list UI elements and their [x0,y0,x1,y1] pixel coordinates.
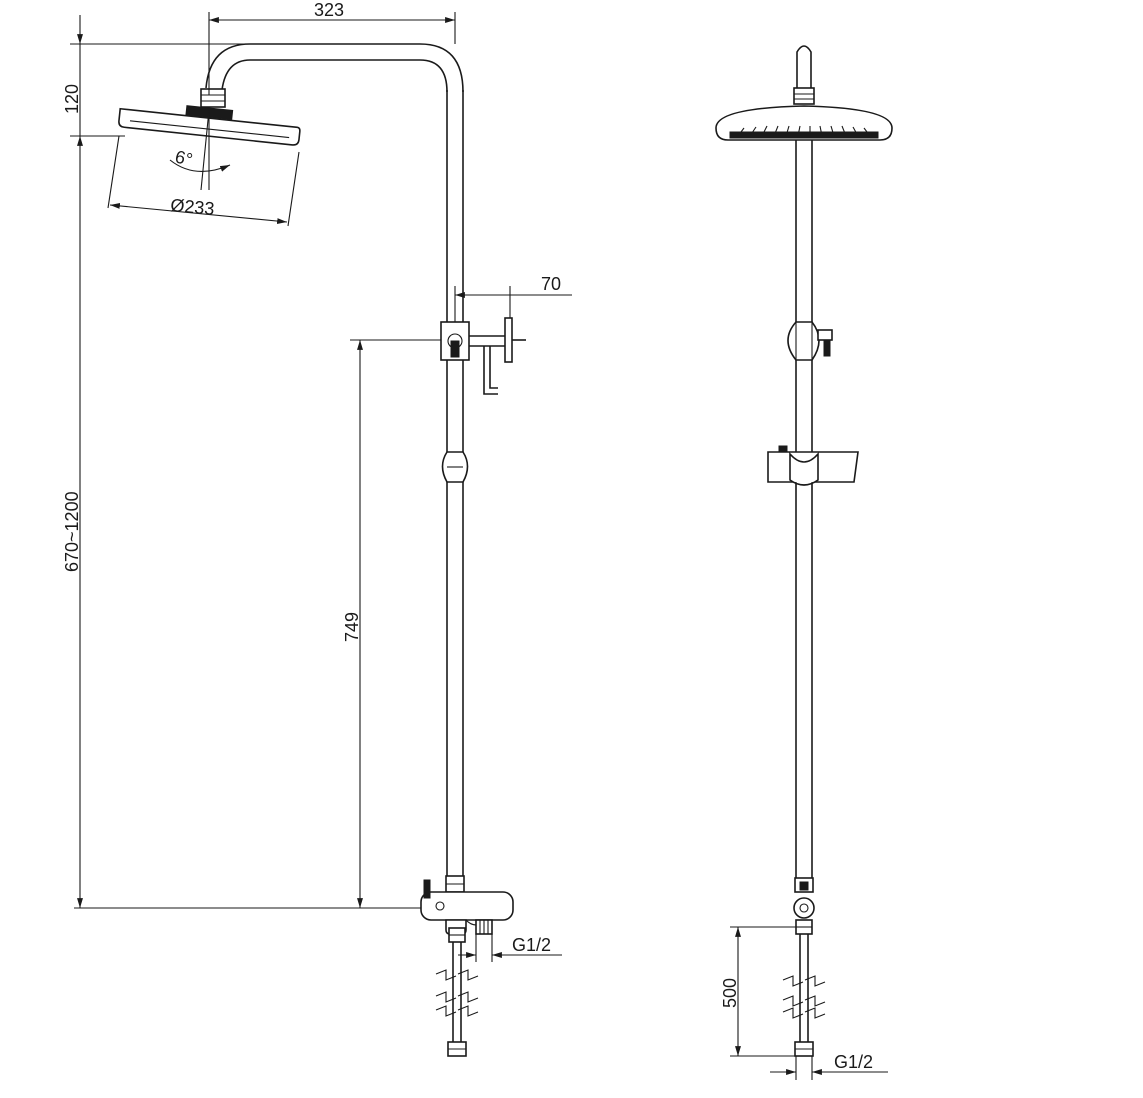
inlet-thread-dimension-side [770,1056,888,1080]
inlet-hose-side [782,934,826,1057]
diameter-dimension [107,135,300,227]
mixer-body [420,875,514,935]
arm-length-dimension [208,12,456,95]
tilt-angle-label: 6° [173,146,195,170]
slide-holder-side [767,445,859,490]
valve-height-label: 749 [342,612,362,642]
valve-offset-dimension [454,286,572,322]
hose-length-dimension [730,926,796,1057]
valve-height-dimension [350,339,441,908]
valve-offset-label: 70 [541,274,561,294]
diverter-valve-side [787,321,833,361]
head-diameter-label: Ø233 [170,195,216,219]
nozzle-pattern [737,125,871,137]
shower-arm [205,43,464,93]
head-drop-label: 120 [62,84,82,114]
inlet-hose-front [435,927,479,1057]
front-view [70,12,572,1057]
tilt-construction [169,109,231,191]
inlet-thread-label-front: G1/2 [512,935,551,955]
shower-arm-side [793,45,815,105]
diverter-valve [440,317,526,395]
riser-pipe-side [795,140,813,880]
side-view [715,45,893,1080]
slide-holder-front [441,451,469,483]
hose-length-label: 500 [720,978,740,1008]
riser-pipe [446,90,464,900]
inlet-elbow-side [793,877,815,935]
head-connector [200,88,226,108]
arm-length-label: 323 [314,0,344,20]
height-range-label: 670~1200 [62,491,82,572]
shower-head-side [715,105,893,141]
inlet-thread-label-side: G1/2 [834,1052,873,1072]
height-range-dimension [74,136,425,909]
